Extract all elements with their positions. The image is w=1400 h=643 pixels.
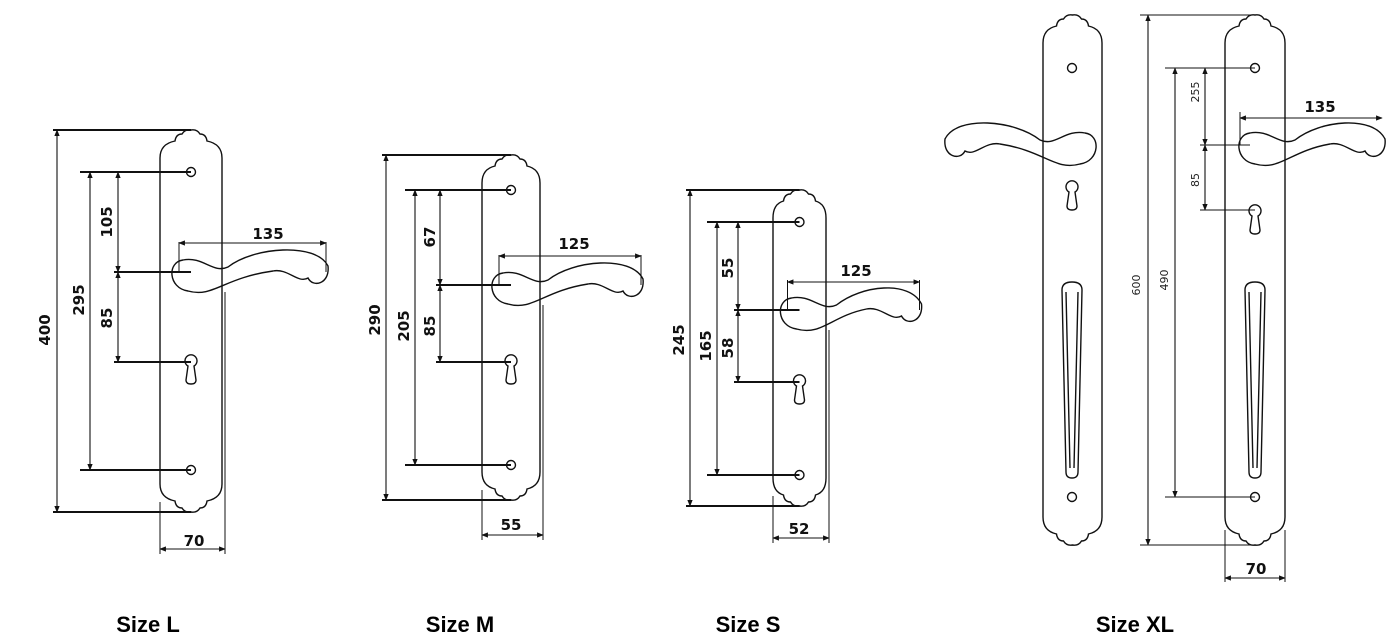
- size-m-screw-spacing-label: 205: [395, 310, 413, 341]
- size-l-height-label: 400: [36, 314, 54, 345]
- size-s-screw-spacing-label: 165: [697, 330, 715, 361]
- size-l-backplate: [159, 129, 223, 513]
- size-xl-height-label: 600: [1130, 275, 1143, 296]
- size-s-caption: Size S: [716, 612, 781, 637]
- size-xl-screw-spacing-label: 490: [1158, 270, 1171, 291]
- size-s-backplate: [772, 189, 827, 507]
- size-l-caption: Size L: [116, 612, 180, 637]
- size-xl-lever-label: 135: [1304, 98, 1335, 116]
- size-m-upper-label: 67: [421, 227, 439, 248]
- size-m-height-label: 290: [366, 304, 384, 335]
- size-xl-front-backplate: [1042, 14, 1103, 546]
- size-l-lever-label: 135: [252, 225, 283, 243]
- size-l-keyhole-icon: [184, 354, 198, 385]
- size-l-width-label: 70: [184, 532, 205, 550]
- size-xl-front-lever-handle: [944, 122, 1097, 167]
- size-s-lever-label: 125: [840, 262, 871, 280]
- size-m-width-label: 55: [501, 516, 522, 534]
- size-s-lower-label: 58: [719, 338, 737, 359]
- size-m-keyhole-icon: [504, 354, 518, 385]
- size-m-caption: Size M: [426, 612, 494, 637]
- size-l-upper-label: 105: [98, 206, 116, 237]
- size-xl-front-screw-hole-icon: [1066, 491, 1078, 503]
- size-xl-pull-slot: [1244, 281, 1266, 479]
- size-xl-front-screw-hole-icon: [1066, 62, 1078, 74]
- size-xl-upper-label: 255: [1189, 82, 1202, 103]
- size-l-lower-label: 85: [98, 308, 116, 329]
- size-s-keyhole-icon: [792, 374, 807, 405]
- size-xl-backplate: [1224, 14, 1286, 546]
- size-xl-caption: Size XL: [1096, 612, 1174, 637]
- size-s-height-label: 245: [670, 324, 688, 355]
- size-xl-lower-label: 85: [1189, 173, 1202, 187]
- size-xl-width-label: 70: [1246, 560, 1267, 578]
- size-xl-lever-handle: [1238, 122, 1386, 167]
- size-m-lower-label: 85: [421, 316, 439, 337]
- size-m-lever-label: 125: [558, 235, 589, 253]
- size-l-lever-handle: [171, 249, 329, 294]
- size-s-upper-label: 55: [719, 258, 737, 279]
- size-m-lever-handle: [491, 262, 644, 307]
- size-xl-front-pull-slot: [1061, 281, 1083, 479]
- size-l-screw-spacing-label: 295: [70, 284, 88, 315]
- size-xl-keyhole-icon: [1248, 204, 1262, 235]
- size-xl-front-keyhole-icon: [1065, 180, 1079, 211]
- size-m-backplate: [481, 154, 541, 501]
- size-s-lever-handle: [779, 287, 923, 332]
- size-s-width-label: 52: [789, 520, 810, 538]
